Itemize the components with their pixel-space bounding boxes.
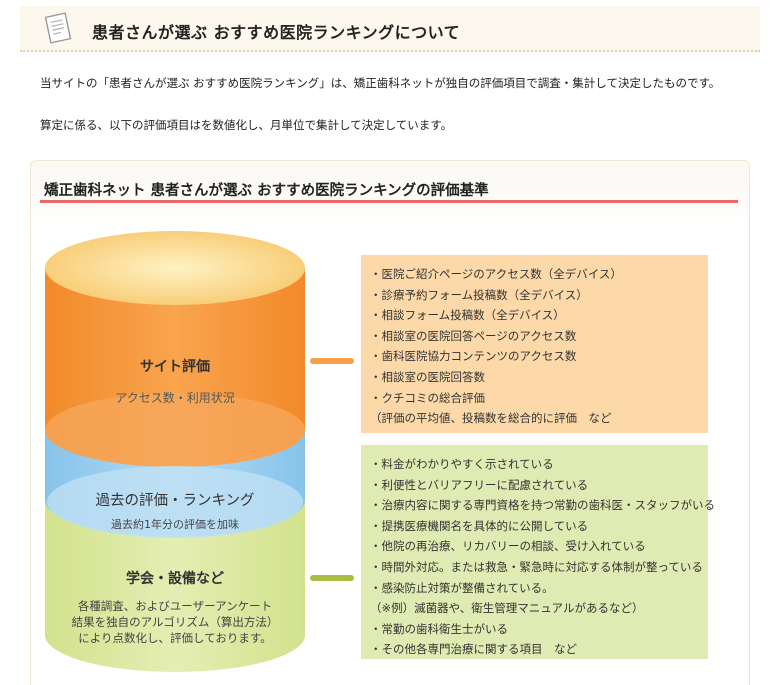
list-item: ・クチコミの総合評価 [370,390,485,405]
list-item: ・相談室の医院回答ページのアクセス数 [370,328,577,343]
cylinder-bottom-segment [45,500,305,672]
list-item: ・利便性とバリアフリーに配慮されている [370,477,589,492]
criteria-title-underline [40,200,738,203]
list-item: ・感染防止対策が整備されている。 [370,580,554,595]
orange-connector [310,358,354,364]
list-item: ・料金がわかりやすく示されている [370,457,554,471]
society-eval-desc-3: により点数化し、評価しております。 [78,631,272,645]
cylinder-blue-inner [47,466,303,538]
society-eval-desc-2: 結果を独自のアルゴリズム（算出方法） [71,615,279,629]
section-header: 患者さんが選ぶ おすすめ医院ランキングについて [20,6,760,52]
list-item: ・他院の再治療、リカバリーの相談、受け入れている [370,539,646,554]
list-item: （評価の平均値、投稿数を総合的に評価 など [370,411,612,426]
society-eval-title: 学会・設備など [126,571,224,587]
list-item: ・医院ご紹介ページのアクセス数（全デバイス） [370,267,622,281]
list-item: ・常勤の歯科衛生士がいる [370,621,508,636]
list-item: ・時間外対応。または救急・緊急時に対応する体制が整っている [370,559,703,574]
list-item: （※例）滅菌器や、衛生管理マニュアルがあるなど） [370,601,644,616]
criteria-title: 矯正歯科ネット 患者さんが選ぶ おすすめ医院ランキングの評価基準 [44,183,489,199]
site-criteria-box: ・医院ご紹介ページのアクセス数（全デバイス） ・診療予約フォーム投稿数（全デバイ… [361,255,708,433]
list-item: ・治療内容に関する専門資格を持つ常勤の歯科医・スタッフがいる [370,498,715,513]
cylinder-top-ellipse [45,231,305,305]
society-criteria-list: ・料金がわかりやすく示されている ・利便性とバリアフリーに配慮されている ・治療… [361,445,715,660]
green-connector [310,575,354,581]
list-item: ・歯科医院協力コンテンツのアクセス数 [370,349,577,364]
past-eval-title: 過去の評価・ランキング [95,493,255,509]
cylinder-orange-band [45,393,305,467]
society-eval-desc-1: 各種調査、およびユーザーアンケート [77,599,273,613]
document-icon [44,12,72,44]
list-item: ・相談フォーム投稿数（全デバイス） [370,308,565,323]
past-eval-subtitle: 過去約1年分の評価を加味 [111,518,239,531]
list-item: ・その他各専門治療に関する項目 など [370,642,577,657]
site-criteria-list: ・医院ご紹介ページのアクセス数（全デバイス） ・診療予約フォーム投稿数（全デバイ… [361,255,708,429]
intro-text-1: 当サイトの「患者さんが選ぶ おすすめ医院ランキング」は、矯正歯科ネットが独自の評… [40,76,721,90]
list-item: ・相談室の医院回答数 [370,369,485,384]
site-eval-subtitle: アクセス数・利用状況 [115,391,235,405]
list-item: ・診療予約フォーム投稿数（全デバイス） [370,287,588,302]
society-criteria-box: ・料金がわかりやすく示されている ・利便性とバリアフリーに配慮されている ・治療… [361,445,715,660]
intro-text-2: 算定に係る、以下の評価項目はを数値化し、月単位で集計して決定しています。 [40,118,453,132]
list-item: ・提携医療機関名を具体的に公開している [370,518,589,533]
page-title: 患者さんが選ぶ おすすめ医院ランキングについて [92,23,461,42]
site-eval-title: サイト評価 [140,359,210,375]
